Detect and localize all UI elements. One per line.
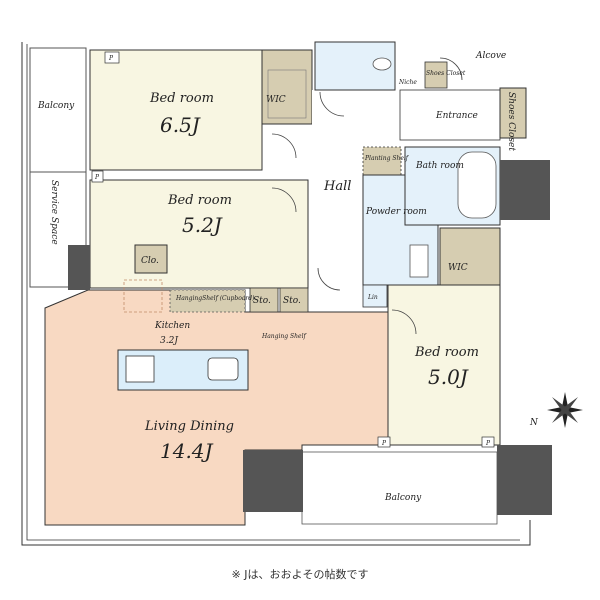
- kitchen-label: Kitchen: [154, 321, 190, 331]
- sink-icon: [409, 244, 429, 278]
- pillar-ne: [500, 160, 550, 220]
- p-marker-box: [377, 436, 391, 448]
- living-dining-label: Living Dining: [144, 419, 234, 434]
- door-arc: [317, 267, 341, 291]
- p-marker-box: [481, 436, 495, 448]
- bedroom-2-label: Bed room: [167, 193, 232, 208]
- bath-room-label: Bath room: [415, 161, 464, 171]
- shoes-closet: [499, 87, 527, 139]
- p-marker: P: [108, 55, 114, 62]
- bedroom-3-size: 5.0J: [428, 365, 469, 389]
- p-marker: P: [94, 174, 100, 181]
- wic-1: [261, 49, 313, 125]
- planting-shelf: [362, 146, 402, 176]
- p-marker-box: [104, 51, 120, 64]
- p-marker-box: [91, 170, 104, 183]
- wic-2-label: WIC: [448, 263, 468, 273]
- kitchen-size: 3.2J: [160, 336, 179, 346]
- service-space-label: Service Space: [49, 180, 59, 245]
- closet-clo: [134, 244, 168, 274]
- closet-clo-label: Clo.: [141, 256, 159, 266]
- alcove-label: Alcove: [475, 51, 506, 61]
- p-marker: P: [485, 440, 491, 447]
- entrance-label: Entrance: [435, 111, 478, 121]
- bathtub-icon: [457, 151, 497, 219]
- wic-1-label: WIC: [266, 95, 286, 105]
- shoes-closet-small-label: Shoes Closet: [426, 70, 466, 77]
- door-arc: [439, 57, 463, 81]
- door-arc: [319, 91, 345, 117]
- pillar-se: [497, 445, 552, 515]
- bedroom-3-label: Bed room: [414, 345, 479, 360]
- living-dining-size: 14.4J: [160, 439, 214, 463]
- hall-area: [312, 90, 360, 290]
- hanging-shelf-label: Hanging Shelf: [261, 333, 307, 340]
- pillar-nw: [68, 245, 90, 290]
- door-arc: [391, 309, 417, 335]
- balcony-south-area: [301, 451, 498, 525]
- hanging-shelf-cupboard-label: HangingShelf (Cupboard): [175, 295, 255, 302]
- entrance-area: [399, 89, 501, 141]
- storage-1: [249, 287, 279, 313]
- compass-icon: [547, 392, 583, 428]
- door-arc: [271, 187, 297, 213]
- shoes-closet-small: [424, 61, 448, 89]
- toilet-icon: [372, 57, 392, 71]
- storage-2-label: Sto.: [283, 296, 301, 306]
- hanging-shelf-cupboard: [169, 289, 246, 313]
- storage-2: [279, 287, 309, 313]
- bedroom-1-label: Bed room: [149, 91, 214, 106]
- linen-label: Lin: [367, 294, 378, 301]
- powder-room-label: Powder room: [365, 207, 427, 217]
- bedroom-1-size: 6.5J: [160, 113, 201, 137]
- footnote: ※ Jは、おおよその帖数です: [231, 568, 369, 581]
- balcony-outline: [21, 42, 531, 546]
- compass-n-label: N: [529, 418, 539, 428]
- wic-2: [439, 227, 501, 286]
- stove-icon: [125, 355, 155, 383]
- hall-label: Hall: [323, 179, 351, 194]
- balcony-west-area: [29, 47, 87, 173]
- p-marker: P: [381, 440, 387, 447]
- balcony-west-label: Balcony: [37, 101, 75, 111]
- bedroom-3: [387, 284, 501, 446]
- niche-label: Niche: [398, 79, 417, 86]
- shoes-closet-label: Shoes Closet: [506, 92, 516, 151]
- linen-closet: [362, 284, 388, 308]
- storage-1-label: Sto.: [253, 296, 271, 306]
- balcony-rail: [26, 44, 520, 541]
- bedroom-1: [89, 49, 263, 171]
- bedroom-2: [89, 179, 309, 289]
- bedroom-2-size: 5.2J: [182, 213, 223, 237]
- wic-1-inner: [267, 69, 307, 119]
- sink-island-icon: [207, 357, 239, 381]
- door-arc: [271, 133, 297, 159]
- pillar-sw: [243, 450, 303, 512]
- planting-shelf-label: Planting Shelf: [364, 155, 410, 162]
- balcony-south-label: Balcony: [384, 493, 422, 503]
